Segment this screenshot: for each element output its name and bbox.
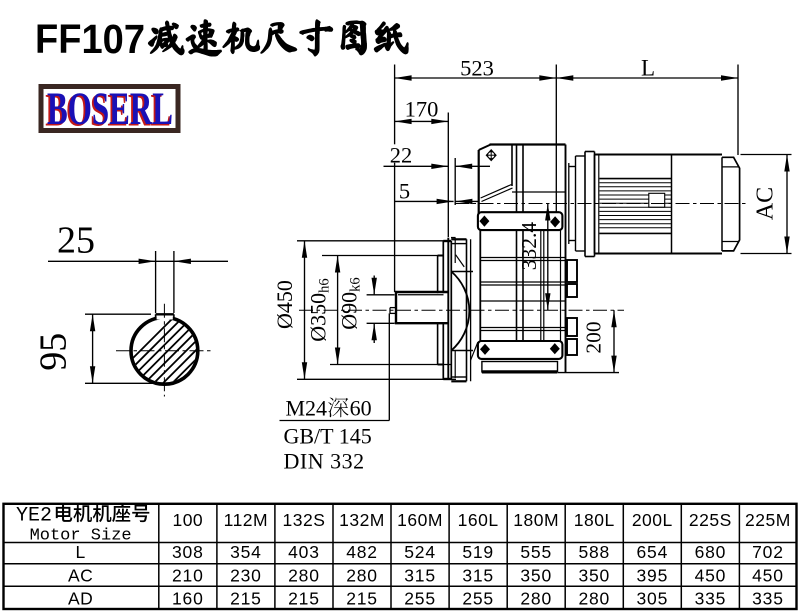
svg-text:L: L: [641, 56, 655, 81]
svg-text:215: 215: [346, 588, 378, 608]
svg-text:523: 523: [460, 56, 494, 81]
svg-text:255: 255: [404, 588, 436, 608]
svg-text:280: 280: [578, 588, 610, 608]
svg-text:112M: 112M: [224, 510, 268, 530]
svg-text:308: 308: [172, 542, 204, 562]
svg-text:332.4: 332.4: [517, 222, 541, 271]
svg-text:BOSERL: BOSERL: [47, 83, 173, 135]
svg-text:215: 215: [230, 588, 262, 608]
svg-text:5: 5: [399, 178, 410, 203]
svg-text:588: 588: [578, 542, 610, 562]
svg-text:215: 215: [288, 588, 320, 608]
svg-text:280: 280: [346, 565, 378, 585]
svg-text:230: 230: [230, 565, 262, 585]
svg-text:25: 25: [57, 219, 95, 261]
svg-text:395: 395: [637, 565, 669, 585]
svg-text:YE2: YE2: [16, 505, 52, 528]
svg-text:702: 702: [752, 542, 784, 562]
svg-text:555: 555: [520, 542, 552, 562]
svg-text:Ø350h6: Ø350h6: [305, 278, 332, 341]
svg-text:160: 160: [172, 588, 204, 608]
svg-text:225M: 225M: [745, 510, 791, 530]
svg-text:170: 170: [405, 96, 439, 121]
svg-text:60: 60: [350, 396, 372, 421]
svg-text:160L: 160L: [458, 510, 499, 530]
svg-text:AC: AC: [68, 565, 93, 585]
svg-text:354: 354: [230, 542, 262, 562]
svg-text:200L: 200L: [632, 510, 673, 530]
svg-text:132M: 132M: [339, 510, 385, 530]
svg-text:DIN 332: DIN 332: [284, 449, 365, 474]
svg-text:22: 22: [390, 143, 413, 168]
svg-text:GB/T 145: GB/T 145: [284, 424, 372, 449]
svg-text:180M: 180M: [513, 510, 559, 530]
svg-text:482: 482: [346, 542, 378, 562]
svg-text:305: 305: [637, 588, 669, 608]
svg-text:225S: 225S: [689, 510, 732, 530]
svg-text:160M: 160M: [397, 510, 443, 530]
svg-text:Motor Size: Motor Size: [30, 526, 132, 545]
svg-text:AD: AD: [68, 588, 93, 608]
svg-text:BOSERL: BOSERL: [45, 84, 171, 136]
svg-text:132S: 132S: [283, 510, 326, 530]
svg-text:335: 335: [695, 588, 727, 608]
svg-text:315: 315: [404, 565, 436, 585]
svg-text:95: 95: [33, 333, 75, 371]
svg-text:403: 403: [288, 542, 320, 562]
svg-text:180L: 180L: [574, 510, 615, 530]
svg-text:255: 255: [462, 588, 494, 608]
svg-text:654: 654: [637, 542, 669, 562]
svg-text:450: 450: [752, 565, 784, 585]
svg-text:M24: M24: [286, 396, 328, 421]
svg-text:L: L: [75, 542, 85, 562]
svg-text:FF107: FF107: [35, 16, 145, 62]
svg-text:524: 524: [404, 542, 436, 562]
svg-text:450: 450: [695, 565, 727, 585]
svg-text:280: 280: [520, 588, 552, 608]
svg-text:210: 210: [172, 565, 204, 585]
svg-text:680: 680: [695, 542, 727, 562]
svg-text:519: 519: [462, 542, 494, 562]
svg-text:Ø450: Ø450: [272, 280, 297, 329]
svg-text:335: 335: [752, 588, 784, 608]
svg-text:100: 100: [172, 510, 203, 530]
svg-text:Ø90k6: Ø90k6: [336, 277, 363, 329]
svg-text:350: 350: [578, 565, 610, 585]
svg-text:200: 200: [582, 321, 606, 353]
svg-text:AC: AC: [753, 187, 779, 220]
svg-text:350: 350: [520, 565, 552, 585]
svg-text:315: 315: [462, 565, 494, 585]
svg-text:280: 280: [288, 565, 320, 585]
